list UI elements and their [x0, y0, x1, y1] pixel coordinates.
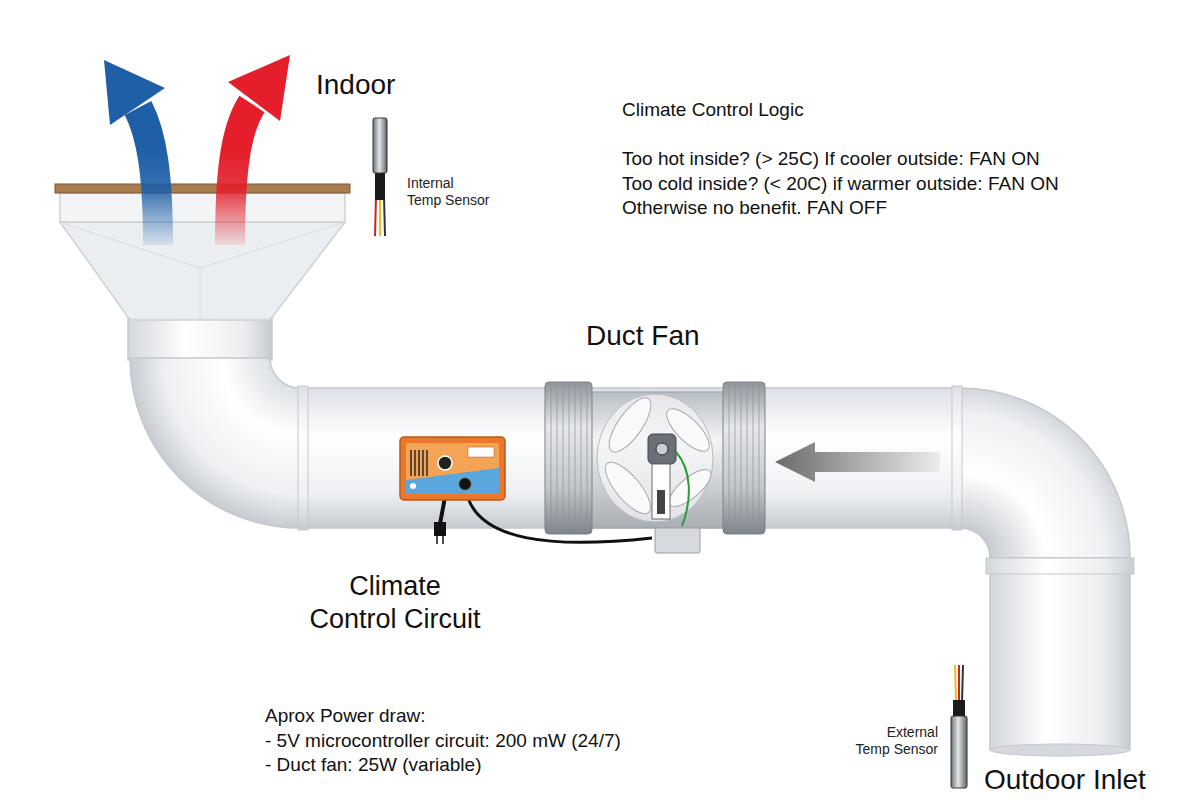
duct-fan [656, 443, 668, 455]
temp-sensor [955, 665, 956, 702]
duct-pipe [990, 558, 1130, 750]
temp-sensor [384, 196, 385, 236]
control-circuit [406, 468, 499, 494]
control-circuit [434, 522, 446, 536]
temp-sensor [951, 665, 967, 788]
temp-sensor [375, 196, 376, 236]
duct-pipe [990, 744, 1130, 756]
duct-fan [569, 384, 570, 532]
airflow-arrow [104, 55, 290, 245]
indoor-vent [128, 318, 272, 360]
indoor-vent [60, 222, 345, 320]
duct-fan [545, 382, 592, 534]
control-circuit [411, 450, 427, 476]
temp-sensor [953, 700, 965, 718]
sensor-label: Internal Temp Sensor [407, 175, 502, 209]
duct-fan [557, 384, 558, 532]
control-circuit [442, 536, 444, 544]
duct-pipe [952, 386, 962, 530]
duct-fan [657, 490, 665, 514]
control-circuit [406, 443, 499, 494]
control-circuit [400, 437, 505, 500]
duct-fan [587, 384, 588, 532]
sensor-label: External Temp Sensor [843, 724, 938, 758]
logic-rule: Too hot inside? (> 25C) If cooler outsid… [622, 147, 1040, 171]
duct-fan [590, 392, 725, 528]
duct-fan [598, 456, 658, 520]
control-circuit [426, 450, 428, 476]
duct-fan [551, 384, 552, 532]
temp-sensor [962, 665, 963, 702]
duct-fan [723, 382, 765, 534]
indoor-vent [55, 184, 350, 360]
power-note: - 5V microcontroller circuit: 200 mW (24… [265, 729, 621, 753]
airflow-arrow [104, 60, 165, 125]
area-label: Indoor [316, 67, 395, 102]
control-circuit [438, 456, 452, 470]
indoor-vent [60, 222, 345, 268]
logic-rule: Otherwise no benefit. FAN OFF [622, 196, 887, 220]
temp-sensor [951, 716, 967, 788]
duct-fan [747, 384, 748, 532]
control-circuit [418, 450, 420, 476]
control-circuit [459, 478, 471, 490]
indoor-vent [60, 193, 345, 222]
airflow-arrow [138, 108, 158, 245]
duct-pipe [986, 558, 1134, 574]
temp-sensor [373, 118, 387, 173]
duct-fan [664, 464, 717, 513]
control-circuit [410, 483, 416, 489]
duct-fan [648, 434, 676, 464]
power-note: - Duct fan: 25W (variable) [265, 753, 481, 777]
duct-fan [676, 452, 689, 526]
control-circuit [414, 450, 416, 476]
duct-fan [551, 384, 759, 532]
duct-fan [575, 384, 576, 532]
duct-fan [753, 384, 754, 532]
duct-fan [597, 394, 713, 522]
duct-pipe [960, 388, 1130, 558]
airflow-arrow [230, 104, 252, 245]
duct-fan [563, 384, 564, 532]
duct-pipe [300, 388, 960, 528]
logic-rule: Too cold inside? (< 20C) if warmer outsi… [622, 172, 1059, 196]
duct-fan [652, 464, 670, 519]
note-heading: Aprox Power draw: [265, 704, 426, 728]
duct-fan [581, 384, 582, 532]
control-circuit [422, 450, 424, 476]
indoor-vent [200, 268, 201, 320]
duct-pipe [130, 358, 300, 528]
area-label: Outdoor Inlet [984, 762, 1146, 797]
control-circuit [410, 450, 412, 476]
temp-sensor [373, 118, 387, 236]
duct-fan [545, 382, 765, 553]
indoor-vent [55, 184, 350, 193]
duct-pipe [130, 358, 1134, 756]
control-circuit [468, 447, 494, 457]
control-circuit [440, 497, 445, 524]
duct-fan [729, 384, 730, 532]
temp-sensor [379, 196, 381, 236]
control-circuit [436, 536, 438, 544]
duct-fan [735, 384, 736, 532]
note-heading: Climate Control Logic [622, 98, 804, 122]
control-circuit [400, 437, 652, 544]
part-label: Climate Control Circuit [290, 570, 500, 636]
duct-fan [741, 384, 742, 532]
temp-sensor [375, 170, 385, 200]
duct-fan [759, 384, 760, 532]
temp-sensor [958, 665, 960, 702]
duct-fan [655, 528, 700, 553]
duct-pipe [298, 386, 308, 530]
flow-arrow [775, 442, 940, 482]
airflow-arrow [228, 55, 290, 121]
part-label: Duct Fan [586, 318, 700, 353]
